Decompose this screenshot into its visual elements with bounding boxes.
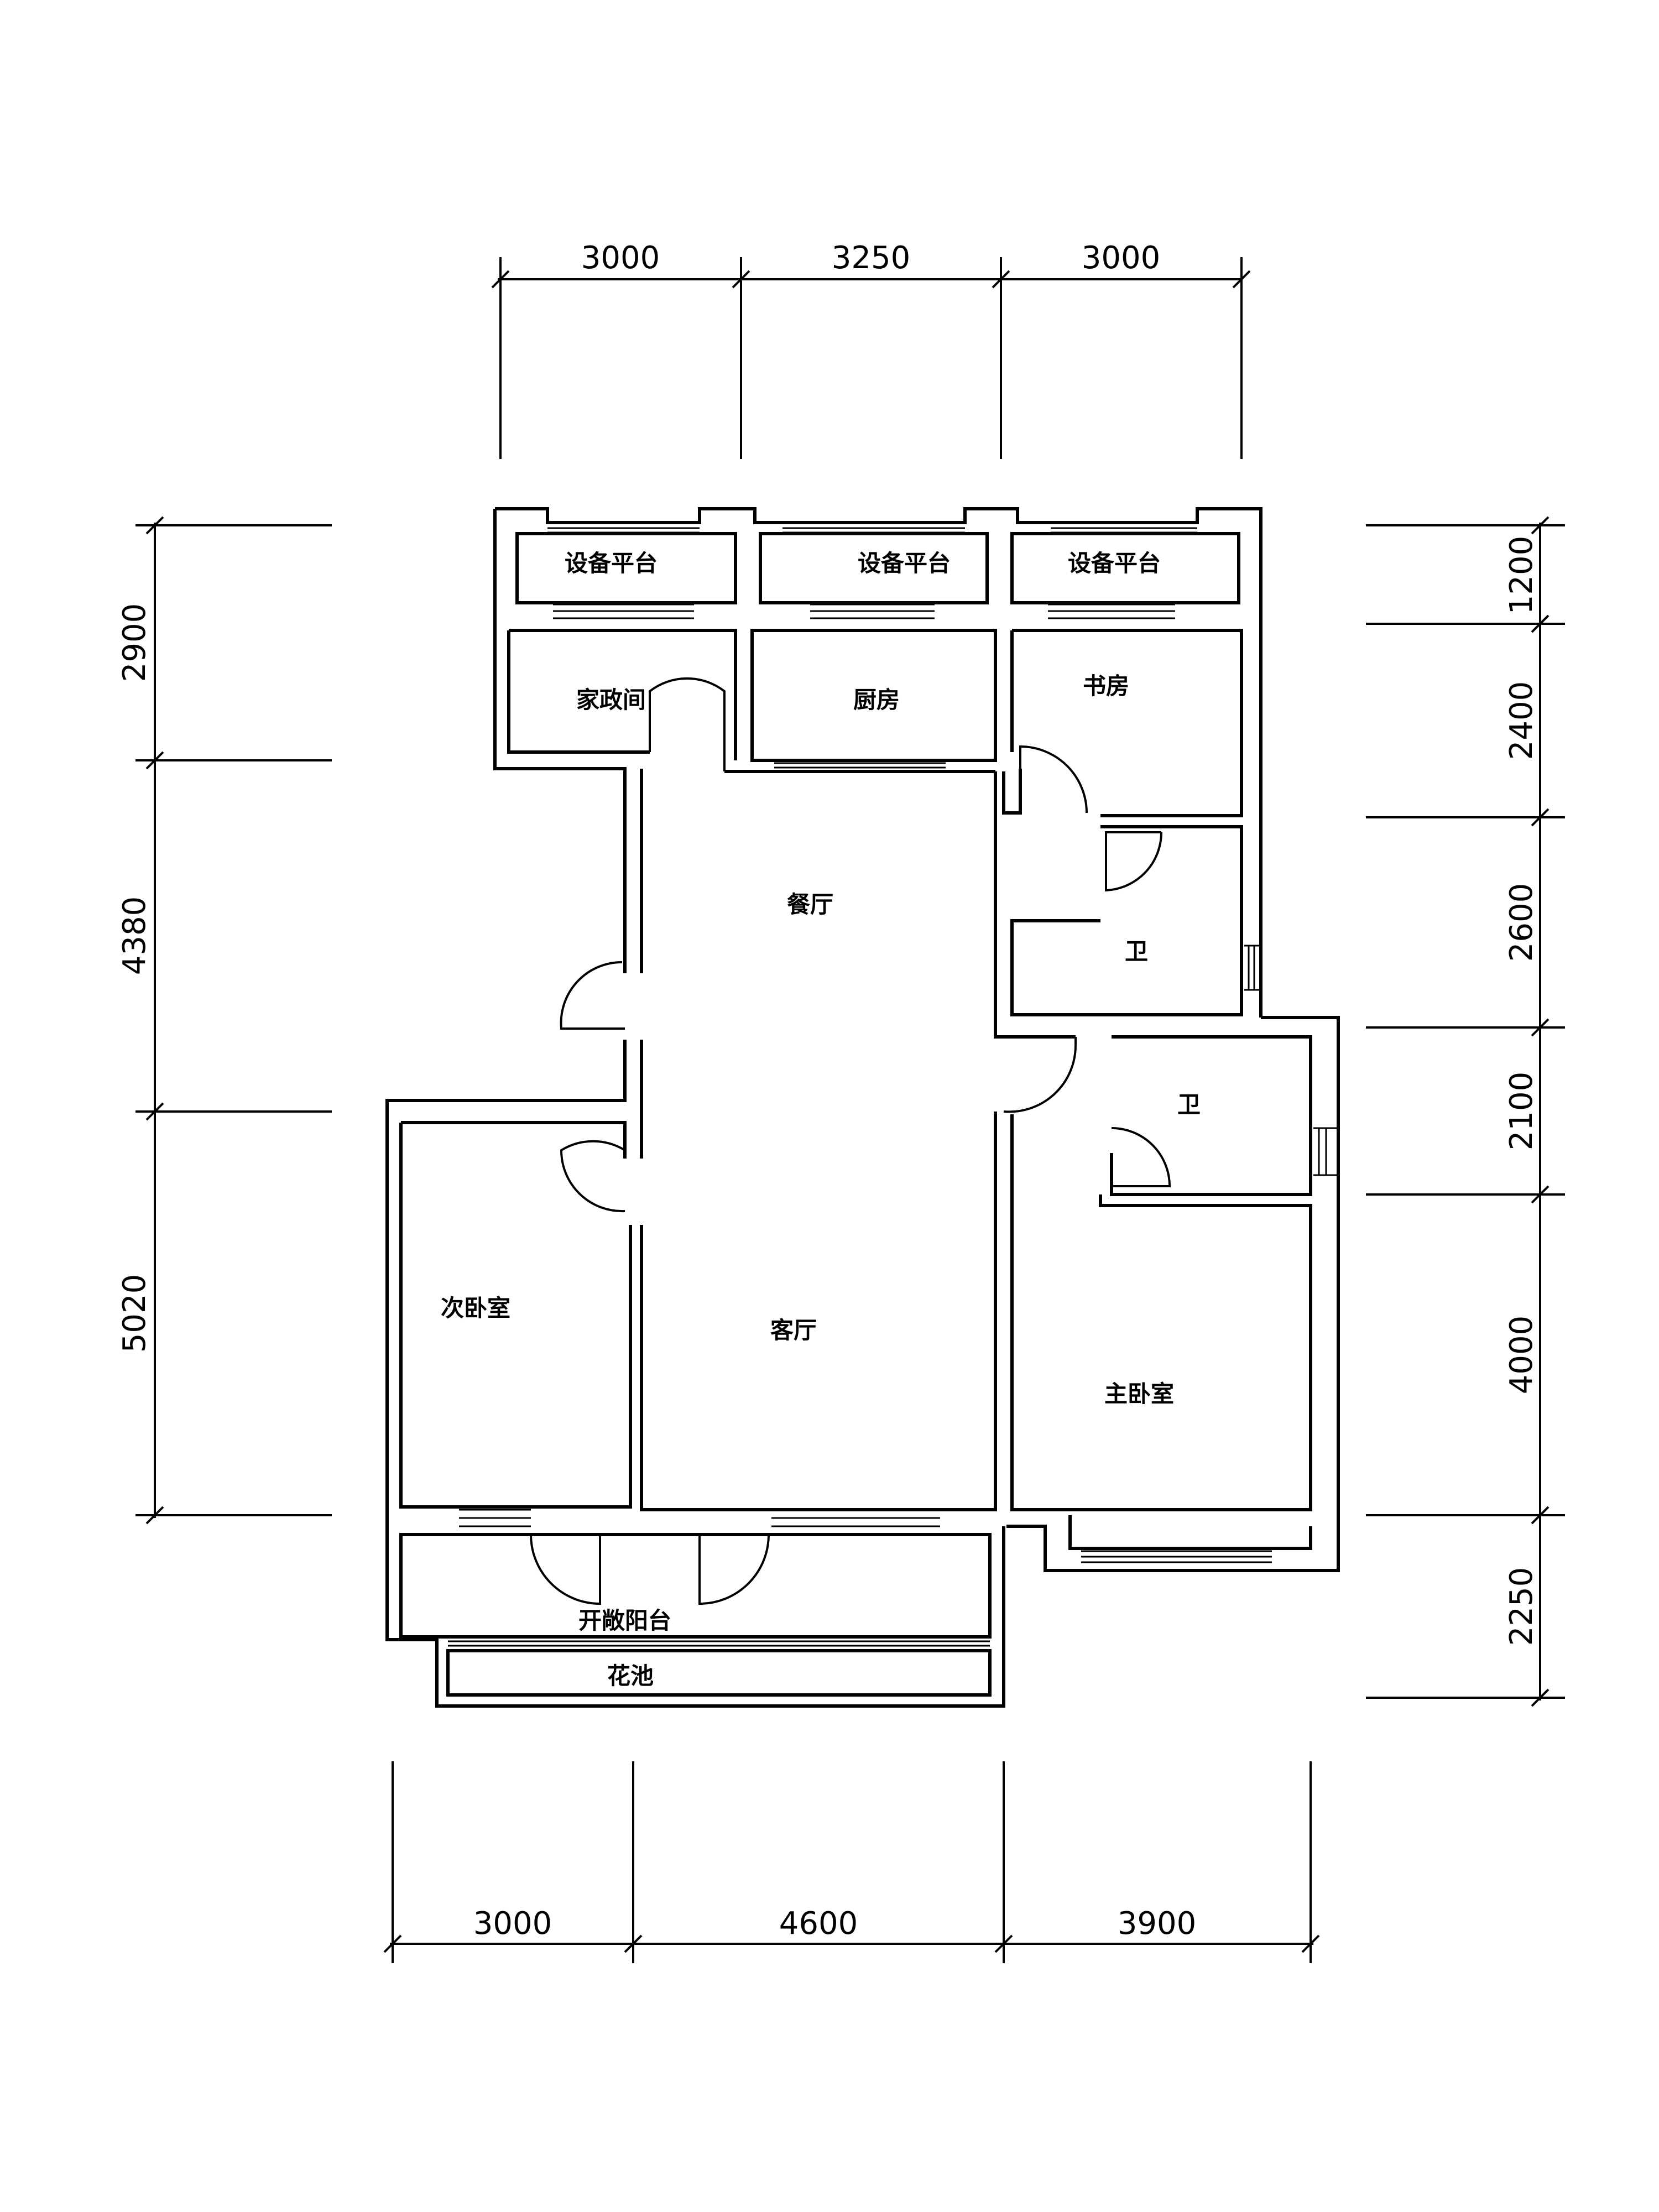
bottom-dim-1: 3000 — [473, 1906, 552, 1942]
bottom-dim-2: 4600 — [779, 1906, 858, 1942]
top-dim-1: 3000 — [581, 240, 660, 276]
left-dim-1: 2900 — [117, 603, 153, 682]
doors — [530, 677, 1171, 1605]
label-balcony: 开敞阳台 — [578, 1607, 671, 1634]
left-dimensions: 2900 4380 5020 — [117, 516, 332, 1525]
label-utility: 家政间 — [576, 686, 646, 713]
right-dim-6: 2250 — [1504, 1567, 1540, 1646]
room-labels: 设备平台 设备平台 设备平台 家政间 厨房 书房 餐厅 卫 卫 次卧室 客厅 主… — [441, 550, 1201, 1689]
top-dim-3: 3000 — [1082, 240, 1161, 276]
label-study: 书房 — [1083, 672, 1129, 700]
right-dim-4: 2100 — [1504, 1072, 1540, 1151]
right-dim-2: 2400 — [1504, 681, 1540, 760]
label-platform-1: 设备平台 — [565, 550, 658, 577]
top-dim-2: 3250 — [832, 240, 911, 276]
right-dimensions: 1200 2400 2600 2100 4000 2250 — [1366, 516, 1565, 1707]
label-bath-2: 卫 — [1177, 1091, 1201, 1118]
right-dim-3: 2600 — [1504, 883, 1540, 962]
right-dim-5: 4000 — [1504, 1316, 1540, 1395]
bottom-dim-3: 3900 — [1118, 1906, 1197, 1942]
label-platform-2: 设备平台 — [858, 550, 951, 577]
label-bath-1: 卫 — [1125, 938, 1148, 965]
bottom-dimensions: 3000 4600 3900 — [383, 1761, 1320, 1963]
label-master-bedroom: 主卧室 — [1104, 1380, 1174, 1407]
left-dim-2: 4380 — [117, 896, 153, 975]
top-dimensions: 3000 3250 3000 — [491, 240, 1251, 459]
label-kitchen: 厨房 — [853, 686, 900, 713]
label-dining: 餐厅 — [787, 891, 833, 918]
left-dim-3: 5020 — [117, 1274, 153, 1353]
right-dim-1: 1200 — [1504, 536, 1540, 615]
label-living: 客厅 — [770, 1317, 817, 1344]
windows — [448, 521, 1339, 1647]
label-second-bedroom: 次卧室 — [441, 1295, 510, 1322]
label-planter: 花池 — [607, 1662, 654, 1689]
label-platform-3: 设备平台 — [1068, 550, 1161, 577]
walls — [385, 507, 1340, 1708]
